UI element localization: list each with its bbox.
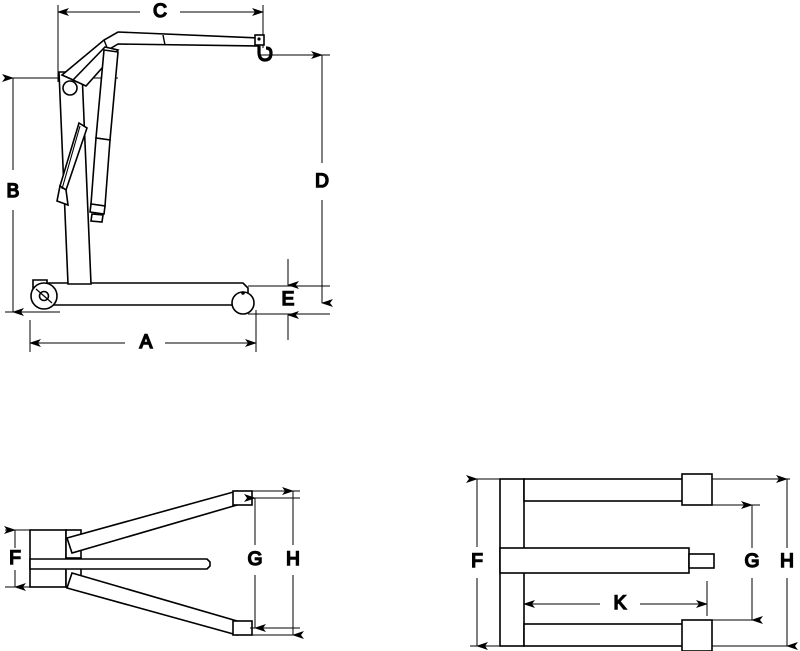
dimension-label-A: A — [140, 332, 153, 353]
dimension-label-G-right: G — [745, 551, 760, 572]
dimension-line-H-left: H — [282, 487, 304, 639]
dimension-label-K: K — [614, 593, 627, 614]
dimension-line-C: C — [57, 0, 264, 23]
front-caster-wheel — [231, 291, 255, 315]
dimension-line-F-left: F — [4, 526, 26, 591]
dimension-label-B: B — [7, 181, 20, 202]
base-rail — [41, 282, 249, 306]
dimension-line-G-right: G — [741, 501, 763, 624]
dimension-line-F-right: F — [466, 475, 488, 650]
top-view-splayed-geometry — [29, 489, 253, 637]
dimension-label-G-left: G — [248, 549, 263, 570]
dimension-label-D: D — [315, 171, 329, 192]
dimension-label-H-right: H — [780, 551, 794, 572]
rear-caster-wheel — [30, 279, 58, 310]
dimension-label-F-right: F — [471, 551, 483, 572]
top-view-parallel-geometry — [499, 473, 715, 651]
hydraulic-cylinder — [89, 49, 119, 223]
dimension-label-F-left: F — [9, 548, 21, 569]
dimension-line-H-right: H — [776, 475, 798, 650]
dimension-line-B: B — [2, 74, 24, 316]
pump-handle-lever — [56, 121, 88, 207]
hook-assembly — [254, 34, 273, 62]
dimension-line-A: A — [29, 331, 257, 354]
dimension-line-G-left: G — [244, 494, 266, 632]
dimension-label-C: C — [153, 1, 167, 22]
dimension-line-K: K — [523, 592, 708, 615]
dimension-label-E: E — [282, 289, 295, 310]
dimension-line-D: D — [311, 51, 333, 307]
dimension-line-E: E — [281, 259, 299, 340]
dimension-label-H-left: H — [286, 549, 300, 570]
